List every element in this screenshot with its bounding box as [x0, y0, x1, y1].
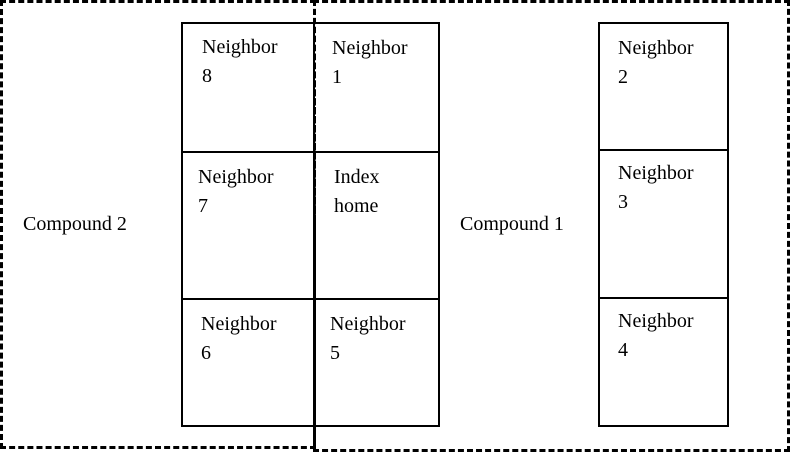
index-home-label: Index home — [334, 166, 380, 217]
compound-1-label: Compound 1 — [460, 213, 564, 235]
neighbor-2-label: Neighbor 2 — [618, 37, 694, 88]
neighbor-6-label: Neighbor 6 — [201, 313, 277, 364]
neighbor-3-label: Neighbor 3 — [618, 162, 694, 213]
neighbor-5-label: Neighbor 5 — [330, 313, 406, 364]
neighbor-4-label: Neighbor 4 — [618, 310, 694, 361]
neighbor-8-label: Neighbor 8 — [202, 36, 278, 87]
neighbor-7-label: Neighbor 7 — [198, 166, 274, 217]
neighbor-5-cell — [313, 298, 440, 427]
neighbor-1-label: Neighbor 1 — [332, 37, 408, 88]
neighbor-4-cell — [598, 297, 729, 427]
compound-2-label: Compound 2 — [23, 213, 127, 235]
